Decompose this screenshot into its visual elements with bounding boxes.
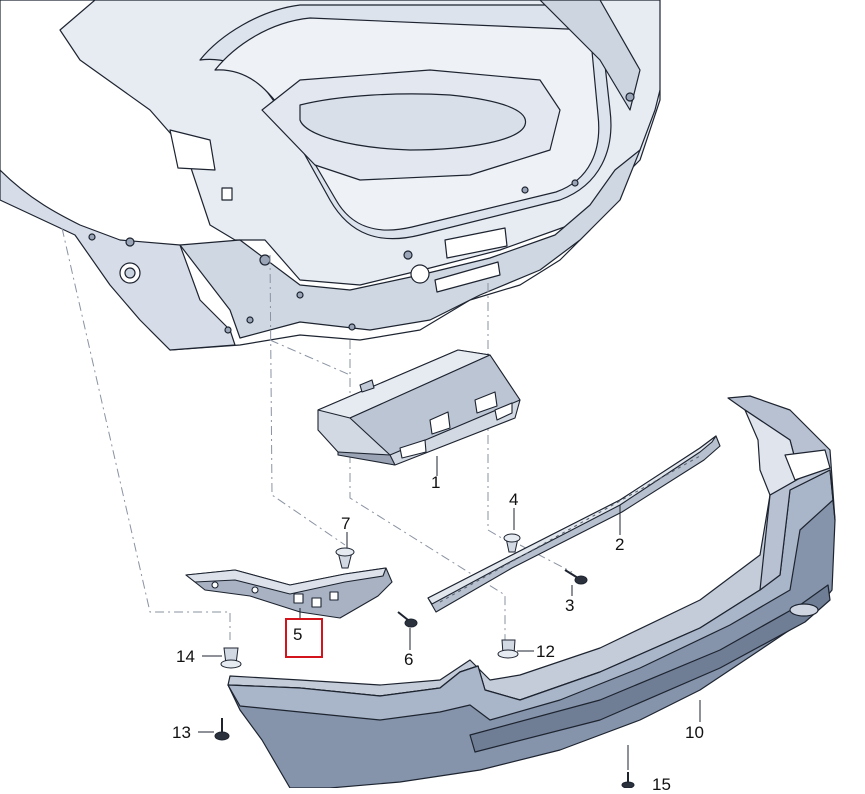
side-bracket-icon: [185, 567, 393, 619]
callout-6: 6: [404, 650, 414, 669]
guide-rail-icon: [427, 435, 721, 613]
bumper-cover-icon: [227, 395, 836, 788]
callout-5: 5: [293, 625, 303, 644]
absorber-icon: [317, 349, 521, 466]
leader-lines: [61, 227, 573, 645]
callout-2: 2: [615, 535, 625, 554]
callout-3: 3: [565, 596, 575, 615]
clip-icon: [220, 533, 521, 669]
callout-7: 7: [341, 514, 351, 533]
callout-10: 10: [685, 723, 704, 742]
callout-leaders: [198, 456, 701, 770]
screw-icon: [214, 569, 635, 788]
callout-13: 13: [172, 723, 191, 742]
callout-14: 14: [176, 647, 195, 666]
callout-1: 1: [431, 473, 441, 492]
callout-15: 15: [652, 775, 671, 794]
highlight-box: [285, 618, 323, 658]
callout-12: 12: [536, 642, 555, 661]
callout-4: 4: [509, 490, 519, 509]
car-body-rear-icon: [0, 0, 661, 351]
